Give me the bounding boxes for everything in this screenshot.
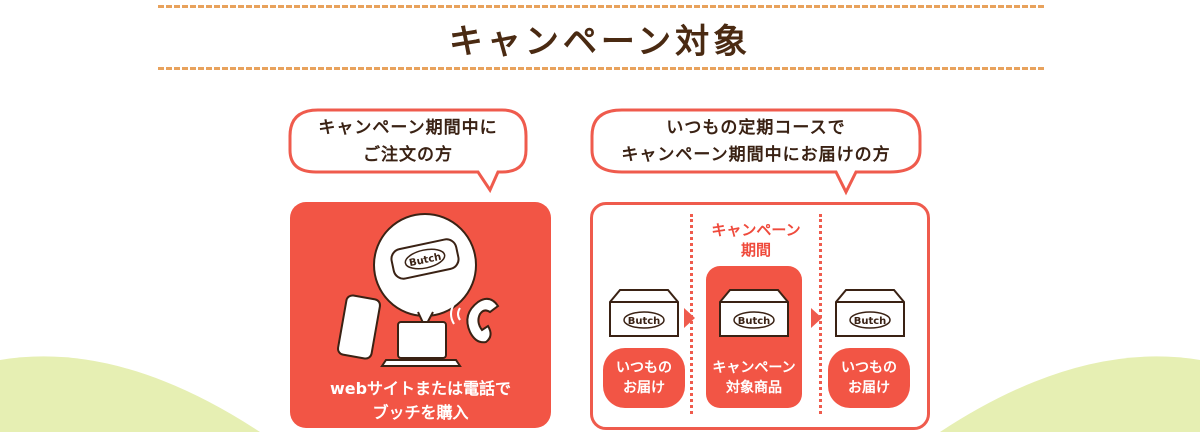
step-line2: お届け xyxy=(848,380,890,396)
smartphone-icon xyxy=(336,294,382,360)
top-dashed-divider xyxy=(158,5,1044,8)
campaign-box-icon: Butch xyxy=(719,289,789,337)
left-bubble-text: キャンペーン期間中に ご注文の方 xyxy=(290,115,526,169)
step-line2: 対象商品 xyxy=(726,380,782,396)
order-illustration: Butch xyxy=(336,213,500,367)
left-speech-bubble xyxy=(288,108,528,194)
box-brand-text: Butch xyxy=(738,316,771,327)
arrow-right-icon xyxy=(684,308,695,328)
right-speech-bubble xyxy=(590,108,922,196)
laptop-icon xyxy=(380,321,462,367)
order-caption-line1: webサイトまたは電話で xyxy=(329,379,512,398)
left-bubble-line1: キャンペーン期間中に xyxy=(318,118,498,138)
delivery-box-icon: Butch xyxy=(609,289,679,337)
right-bubble-text: いつもの定期コースで キャンペーン期間中にお届けの方 xyxy=(592,115,920,169)
delivery-box-icon: Butch xyxy=(835,289,905,337)
campaign-period-line2: 期間 xyxy=(740,241,771,259)
right-bubble-line1: いつもの定期コースで xyxy=(666,118,846,138)
thought-bubble-icon: Butch xyxy=(373,213,477,330)
step-campaign-product: キャンペーン 対象商品 xyxy=(706,350,802,406)
step-usual-delivery: いつもの お届け xyxy=(828,348,910,408)
left-bubble-line2: ご注文の方 xyxy=(363,145,453,165)
order-caption-line2: ブッチを購入 xyxy=(372,403,469,422)
step-line1: キャンペーン xyxy=(712,360,796,376)
bottom-dashed-divider xyxy=(158,67,1044,70)
right-bubble-line2: キャンペーン期間中にお届けの方 xyxy=(621,145,891,165)
step-line2: お届け xyxy=(623,380,665,396)
box-brand-text: Butch xyxy=(854,316,887,327)
campaign-period-label: キャンペーン 期間 xyxy=(700,220,812,260)
order-caption: webサイトまたは電話で ブッチを購入 xyxy=(290,377,551,425)
campaign-period-line1: キャンペーン xyxy=(711,221,801,239)
arrow-right-icon xyxy=(811,308,822,328)
step-usual-delivery: いつもの お届け xyxy=(603,348,685,408)
step-line1: いつもの xyxy=(616,360,672,376)
step-line1: いつもの xyxy=(841,360,897,376)
telephone-icon xyxy=(450,297,500,344)
section-title: キャンペーン対象 xyxy=(448,22,752,62)
box-brand-text: Butch xyxy=(628,316,661,327)
